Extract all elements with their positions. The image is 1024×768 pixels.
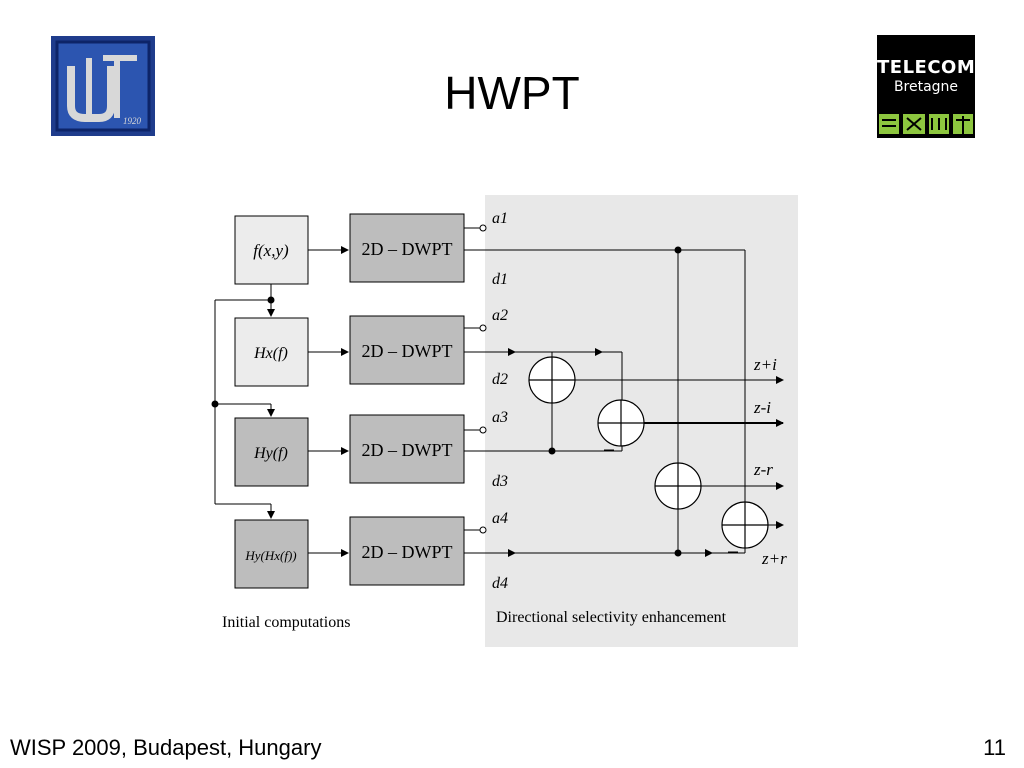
- dwpt-block-4: [349, 516, 465, 586]
- input-box-4: [234, 519, 309, 589]
- d-label-3: d3: [492, 473, 508, 490]
- slide-title: HWPT: [444, 67, 580, 119]
- dwpt-block-2: [349, 315, 465, 385]
- logo-line1: TELECOM: [877, 57, 976, 78]
- university-logo-icon: 1920: [51, 36, 155, 136]
- footer-event: WISP 2009, Budapest, Hungary: [10, 735, 322, 760]
- a-label-4: a4: [492, 510, 508, 527]
- input-box-2: [234, 317, 309, 387]
- adder-4: [721, 501, 769, 549]
- result-label-3: z-r: [753, 460, 773, 479]
- input-label-3: Hy(f): [253, 445, 288, 462]
- logo-year: 1920: [123, 116, 142, 126]
- dwpt-label-3: 2D – DWPT: [362, 440, 453, 460]
- dwpt-block-1: [349, 213, 465, 283]
- adder-3: [654, 462, 702, 510]
- input-label-1: f(x,y): [253, 241, 289, 260]
- d-label-2: d2: [492, 371, 508, 388]
- result-label-4: z+r: [761, 549, 787, 568]
- result-label-1: z+i: [753, 355, 777, 374]
- logo-line2: Bretagne: [893, 79, 959, 95]
- dwpt-label-2: 2D – DWPT: [362, 341, 453, 361]
- d-label-1: d1: [492, 271, 508, 288]
- a-label-3: a3: [492, 409, 508, 426]
- right-caption: Directional selectivity enhancement: [496, 609, 727, 626]
- telecom-bretagne-logo-icon: TELECOM Bretagne: [877, 35, 975, 138]
- a-label-2: a2: [492, 307, 508, 324]
- dwpt-label-4: 2D – DWPT: [362, 542, 453, 562]
- input-label-2: Hx(f): [253, 345, 288, 362]
- page-number: 11: [983, 735, 1006, 760]
- dwpt-block-3: [349, 414, 465, 484]
- hwpt-diagram: f(x,y) Hx(f) Hy(f) Hy(Hx(f)) 2D – DWPT 2…: [211, 195, 798, 647]
- input-box-1: [234, 215, 309, 285]
- left-caption: Initial computations: [222, 614, 350, 631]
- input-box-3: [234, 417, 309, 487]
- a-label-1: a1: [492, 210, 508, 227]
- result-label-2: z-i: [753, 398, 771, 417]
- dwpt-label-1: 2D – DWPT: [362, 239, 453, 259]
- adder-2: [597, 399, 645, 447]
- adder-1: [528, 356, 576, 404]
- input-label-4: Hy(Hx(f)): [244, 548, 296, 563]
- d-label-4: d4: [492, 575, 508, 592]
